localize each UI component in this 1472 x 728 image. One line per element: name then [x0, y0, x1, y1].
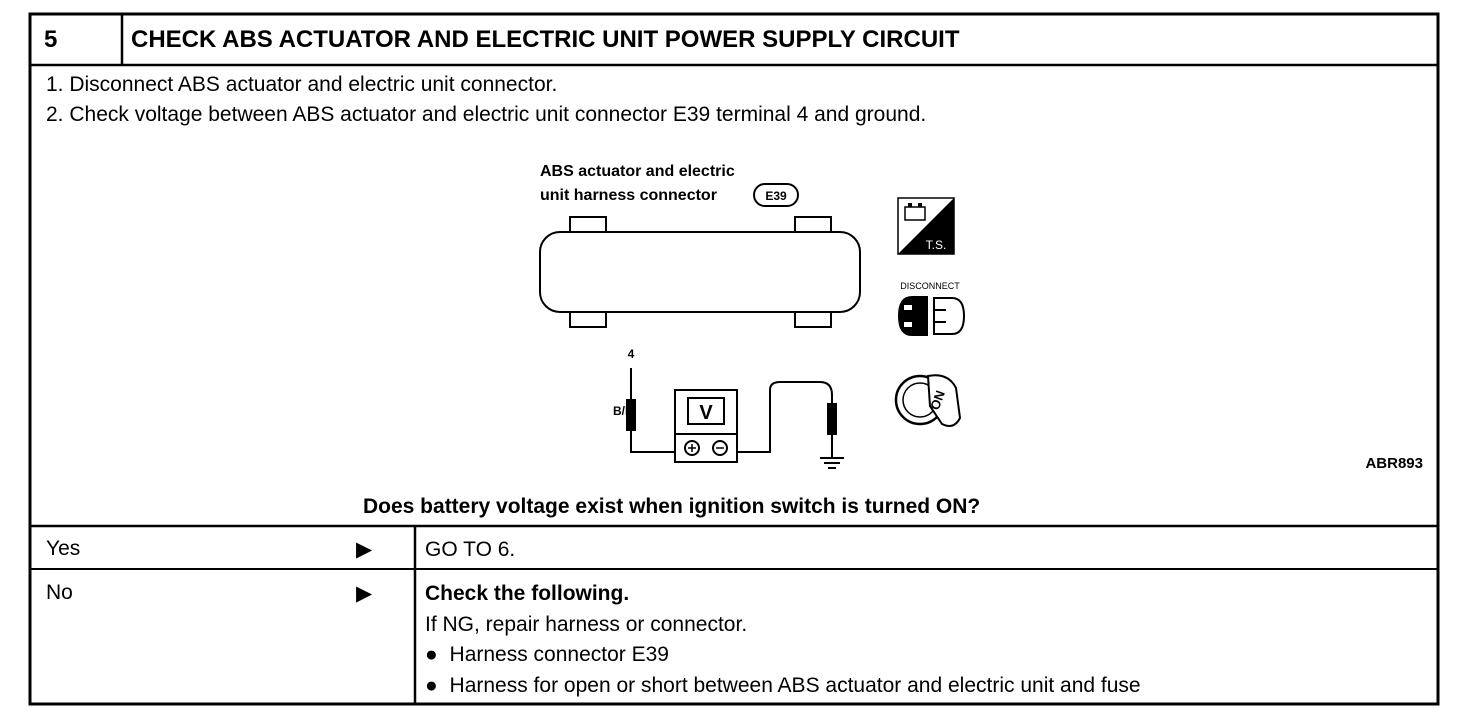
terminal-number-label: 4 [628, 347, 635, 361]
instruction-step-2: 2. Check voltage between ABS actuator an… [46, 103, 927, 126]
outer-border [28, 12, 1440, 706]
ground-icon [820, 457, 844, 469]
answer-yes-result: GO TO 6. [425, 538, 516, 561]
connector-label-line2: unit harness connector [540, 187, 717, 204]
bullet-text: Harness connector E39 [449, 643, 669, 666]
harness-connector-drawing [539, 216, 861, 328]
negative-probe-handle [827, 403, 837, 435]
instruction-step-1: 1. Disconnect ABS actuator and electric … [46, 73, 558, 96]
disconnect-connector-icon [898, 296, 966, 336]
answer-yes-label: Yes [46, 537, 81, 560]
voltmeter-icon: V [674, 389, 738, 463]
list-item: ● Harness for open or short between ABS … [425, 675, 1141, 696]
connector-housing [539, 231, 861, 313]
figure-code: ABR893 [1365, 455, 1423, 472]
bullet-icon: ● [425, 674, 438, 697]
test-leads [626, 368, 837, 458]
answer-no-result-line: If NG, repair harness or connector. [425, 613, 748, 636]
ignition-on-label: ON [927, 388, 948, 411]
bullet-icon: ● [425, 643, 438, 666]
ts-label: T.S. [926, 238, 947, 252]
wire-color-label: B/P [613, 404, 633, 418]
connector-id-badge: E39 [753, 183, 799, 207]
answer-yes-arrow-icon: ▶ [356, 538, 373, 561]
ignition-key-on-icon: ON [894, 374, 962, 427]
battery-ts-icon: T.S. [897, 197, 955, 255]
negative-lead-wire [716, 381, 833, 453]
positive-lead-wire [630, 430, 680, 453]
voltmeter-label: V [699, 402, 713, 424]
answer-no-arrow-icon: ▶ [356, 582, 373, 605]
list-item: ● Harness connector E39 [425, 644, 669, 665]
answer-no-result-title: Check the following. [425, 582, 630, 605]
step-title: CHECK ABS ACTUATOR AND ELECTRIC UNIT POW… [131, 26, 960, 53]
disconnect-label: DISCONNECT [900, 281, 960, 291]
answer-no-label: No [46, 581, 73, 604]
connector-id-text: E39 [765, 189, 787, 203]
check-question: Does battery voltage exist when ignition… [363, 495, 981, 518]
connector-label-line1: ABS actuator and electric [540, 163, 735, 180]
bullet-text: Harness for open or short between ABS ac… [449, 674, 1141, 697]
step-number: 5 [44, 26, 58, 53]
